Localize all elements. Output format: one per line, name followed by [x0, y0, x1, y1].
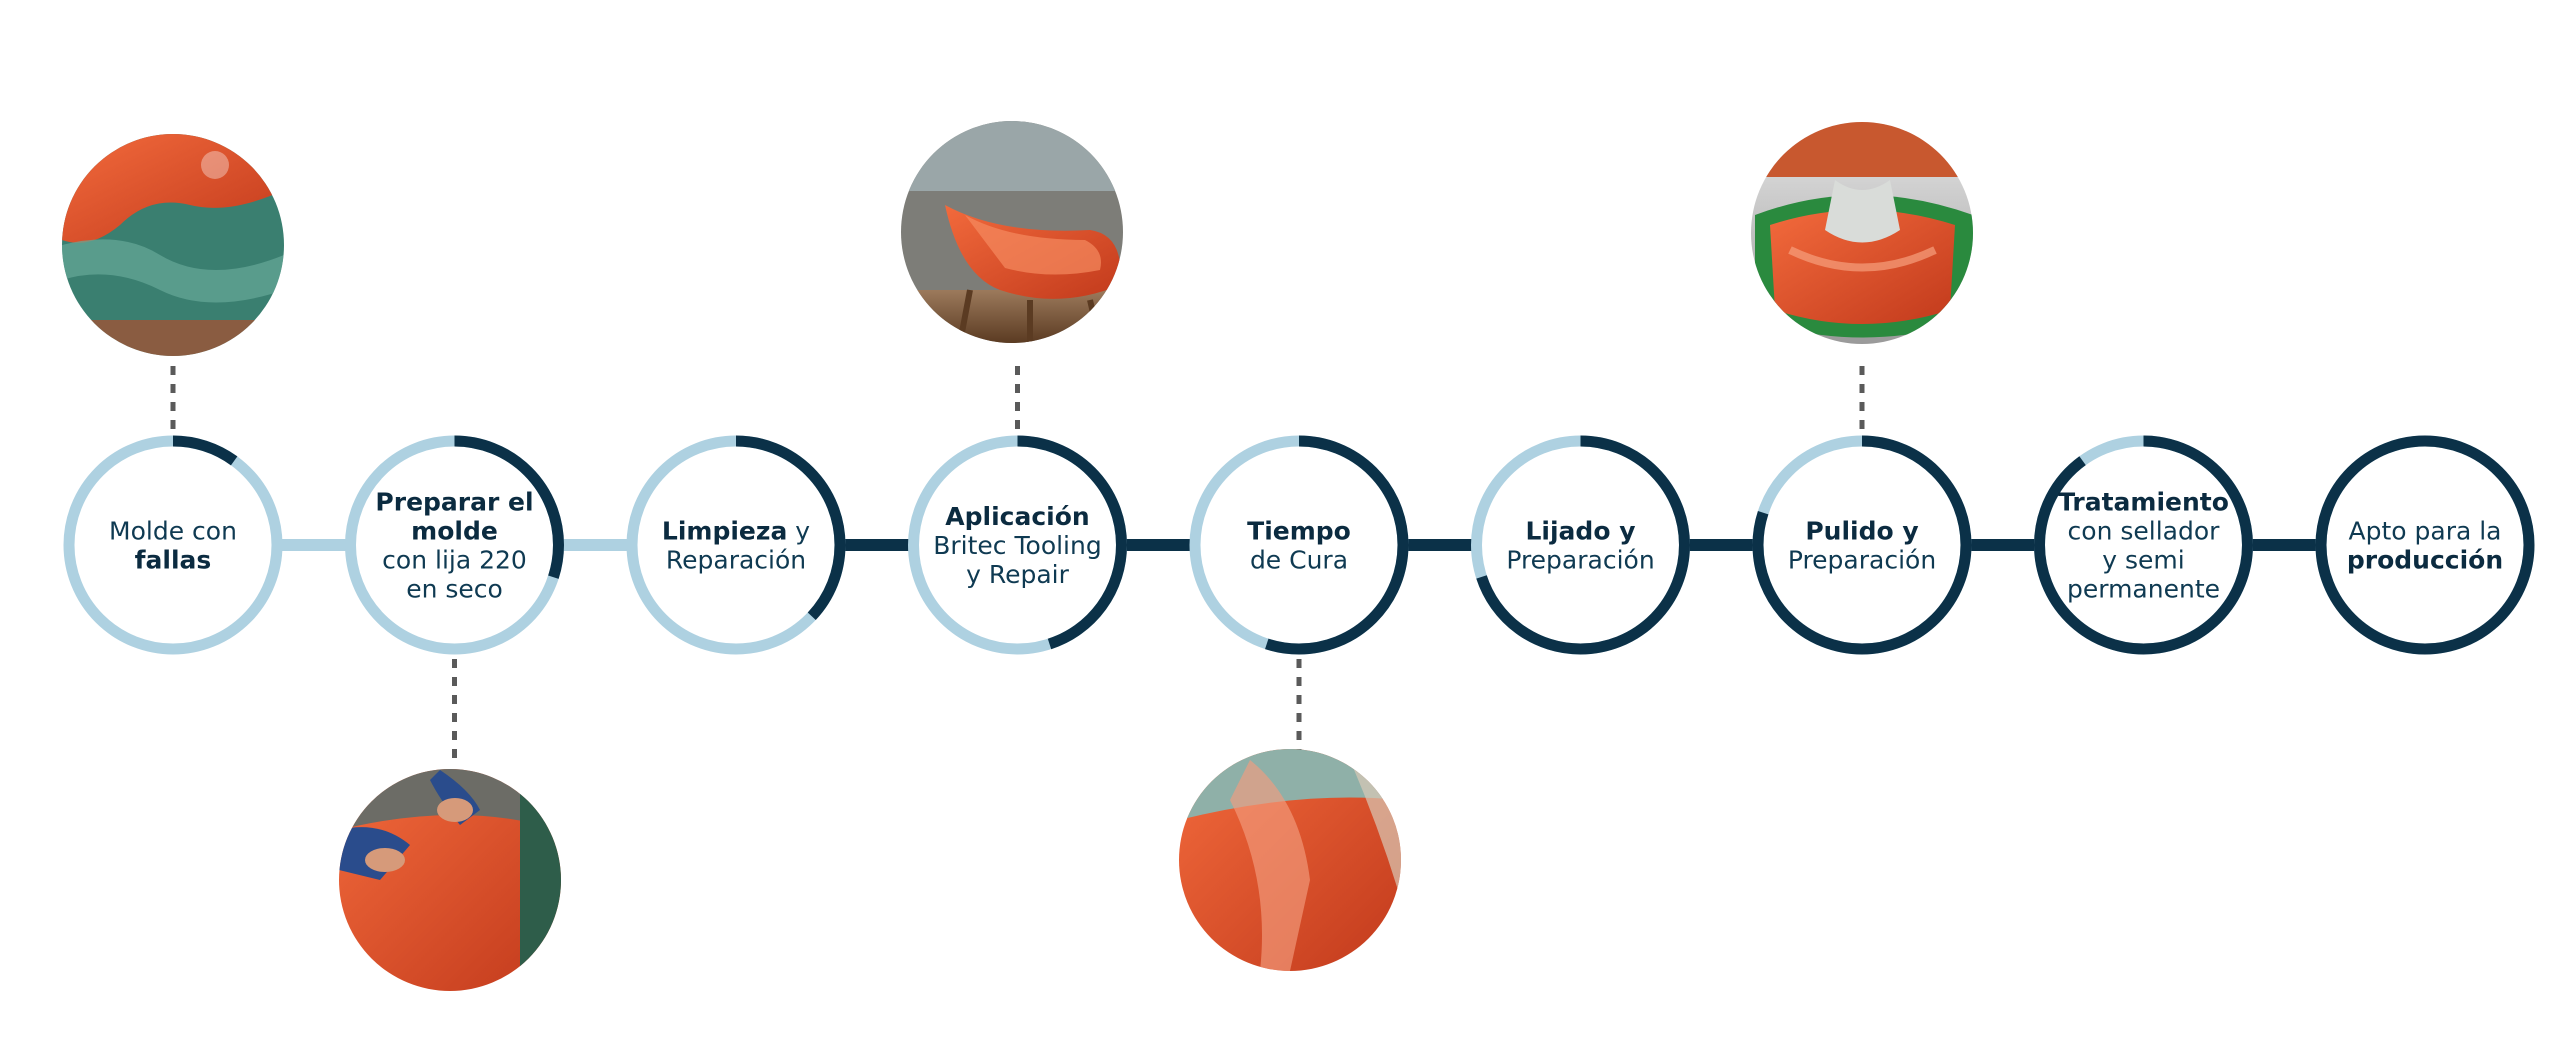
rings	[63, 435, 2535, 655]
label-apto-produccion-line-1-part-0: producción	[2347, 546, 2503, 575]
photo-aplicacion	[901, 121, 1123, 343]
progress-arc-tiempo-cura	[1189, 435, 1409, 655]
label-limpieza-line-0-part-0: Limpieza	[662, 517, 787, 546]
photo-preparar-molde	[339, 769, 561, 991]
label-pulido-line-0-part-0: Pulido y	[1805, 517, 1918, 546]
label-aplicacion-line-0-part-0: Aplicación	[945, 502, 1089, 531]
progress-arc-aplicacion	[908, 435, 1127, 655]
label-tratamiento-line-1-part-0: con sellador	[2068, 517, 2221, 546]
progress-arc-lijado	[1471, 435, 1690, 655]
photo-tiempo-cura	[1179, 749, 1401, 971]
label-aplicacion-line-1-part-0: Britec Tooling	[933, 531, 1101, 560]
label-apto-produccion-line-0-part-0: Apto para la	[2348, 517, 2501, 546]
label-lijado-line-0-part-0: Lijado y	[1525, 517, 1635, 546]
label-pulido-line-1-part-0: Preparación	[1788, 546, 1936, 575]
label-tratamiento-line-2-part-0: y semi	[2102, 546, 2184, 575]
photo-pulido	[1751, 122, 1973, 344]
label-molde-fallas-line-1-part-0: fallas	[135, 546, 212, 575]
label-aplicacion-line-2-part-0: y Repair	[966, 560, 1070, 589]
label-tratamiento-line-3-part-0: permanente	[2067, 575, 2220, 604]
progress-arc-pulido	[1752, 435, 1972, 655]
label-molde-fallas-line-0-part-0: Molde con	[109, 517, 237, 546]
progress-arc-preparar-molde	[345, 435, 564, 655]
label-tiempo-cura-line-1-part-0: de Cura	[1250, 546, 1348, 575]
progress-arc-limpieza	[626, 435, 846, 655]
label-limpieza-line-1-part-0: Reparación	[666, 546, 806, 575]
label-limpieza-line-0-part-1: y	[787, 517, 810, 546]
progress-arc-apto-produccion	[2315, 435, 2535, 655]
label-tiempo-cura-line-0-part-0: Tiempo	[1247, 517, 1351, 546]
label-lijado-line-1-part-0: Preparación	[1506, 546, 1654, 575]
photo-molde-fallas	[62, 134, 284, 356]
progress-arc-molde-fallas	[63, 435, 283, 655]
label-preparar-molde-line-3-part-0: en seco	[406, 575, 503, 604]
label-tratamiento-line-0-part-0: Tratamiento	[2058, 488, 2229, 517]
label-preparar-molde-line-1-part-0: molde	[411, 517, 498, 546]
label-preparar-molde-line-0-part-0: Preparar el	[375, 488, 533, 517]
progress-arc-tratamiento	[2034, 435, 2253, 655]
label-preparar-molde-line-2-part-0: con lija 220	[382, 546, 527, 575]
connectors	[170, 366, 2321, 759]
